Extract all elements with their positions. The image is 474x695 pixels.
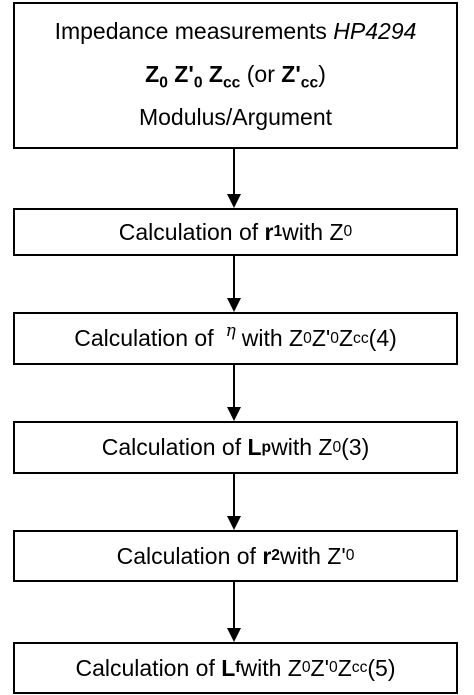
step-eta-prefix: Calculation of [74,325,214,351]
step-eta-z0-prime: Z' [311,325,331,351]
step-eta-variable: η [225,320,236,341]
step-lp-prefix: Calculation of [101,434,242,460]
z0-prime-subscript: 0 [193,74,203,92]
or-open: (or [240,61,282,87]
z0-symbol: Z [145,61,160,87]
step-lf-z0-prime: Z' [310,654,329,681]
measurement-box: Impedance measurements HP4294 Z0 Z'0 Zcc… [13,2,458,149]
zcc-symbol: Z [208,61,223,87]
or-close: ) [318,61,326,87]
flow-arrow-4 [227,474,241,530]
zcc-prime-symbol: Z' [281,61,301,87]
step-eta-equation-ref: (4) [368,325,397,351]
step-lf-with: with Z [240,654,302,681]
step-lp-variable: L [247,434,262,460]
step-eta-zcc: Z [338,325,354,351]
step-r1-with: with Z [282,218,344,245]
flow-arrow-5 [227,582,241,642]
step-r1-variable: r [264,218,274,245]
zcc-prime-subscript: cc [300,74,319,92]
step-lf-zcc: Z [337,654,352,681]
step-r2-prefix: Calculation of [116,542,256,569]
device-name: HP4294 [333,18,417,44]
step-lf-equation-ref: (5) [367,654,396,681]
step-lf-variable: L [221,654,236,681]
measurement-title: Impedance measurements HP4294 [55,18,417,45]
flow-arrow-3 [227,365,241,421]
measured-quantities: Z0 Z'0 Zcc (or Z'cc) [145,61,326,92]
step-r1-prefix: Calculation of [118,218,259,245]
step-eta-with: with Z [241,325,304,351]
step-r2-variable: r [262,542,272,569]
flow-arrow-2 [227,256,241,312]
step-lp-with: with Z [271,434,333,460]
z0-prime-symbol: Z' [174,61,194,87]
title-text: Impedance measurements [54,18,334,44]
flow-arrow-1 [227,149,241,208]
zcc-subscript: cc [222,74,241,92]
z0-subscript: 0 [159,74,168,92]
step-lf-prefix: Calculation of [75,654,215,681]
measurement-format: Modulus/Argument [138,104,333,130]
step-r2-with: with Z' [279,542,346,569]
step-lp-equation-ref: (3) [341,434,370,460]
